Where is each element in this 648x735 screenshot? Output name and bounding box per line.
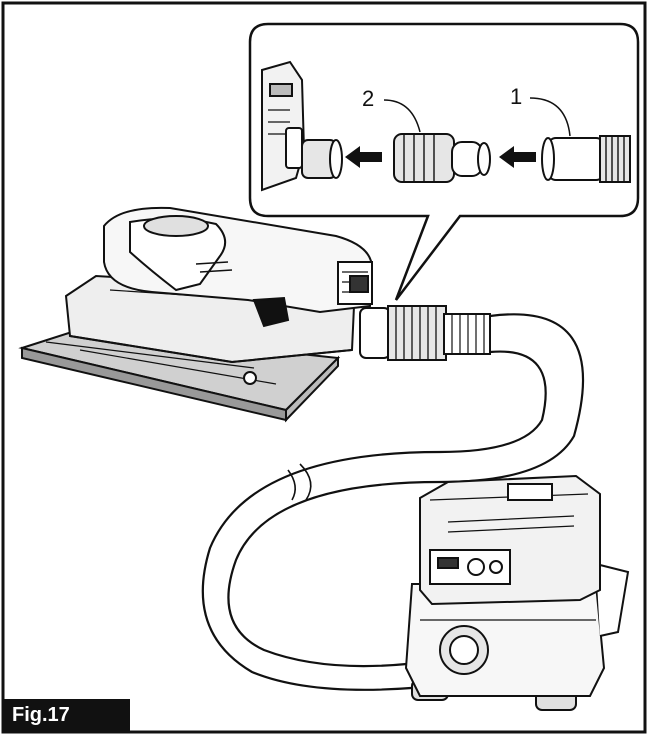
- callout-number-2: 2: [362, 86, 375, 111]
- dust-extractor: [404, 474, 630, 711]
- vacuum-hose: [201, 313, 584, 691]
- callout-number-1: 1: [510, 84, 523, 109]
- insert-arrow-right: [499, 146, 536, 168]
- adapter-part: [393, 133, 491, 183]
- insert-arrow-left: [345, 146, 382, 168]
- figure-label: Fig.17: [4, 699, 130, 732]
- sander-hose-connector: [359, 305, 491, 361]
- inset-sander-nozzle: [261, 60, 343, 192]
- callout-leaders: [383, 97, 571, 137]
- hose-end-part: [541, 135, 631, 183]
- orbital-sander: [18, 206, 374, 423]
